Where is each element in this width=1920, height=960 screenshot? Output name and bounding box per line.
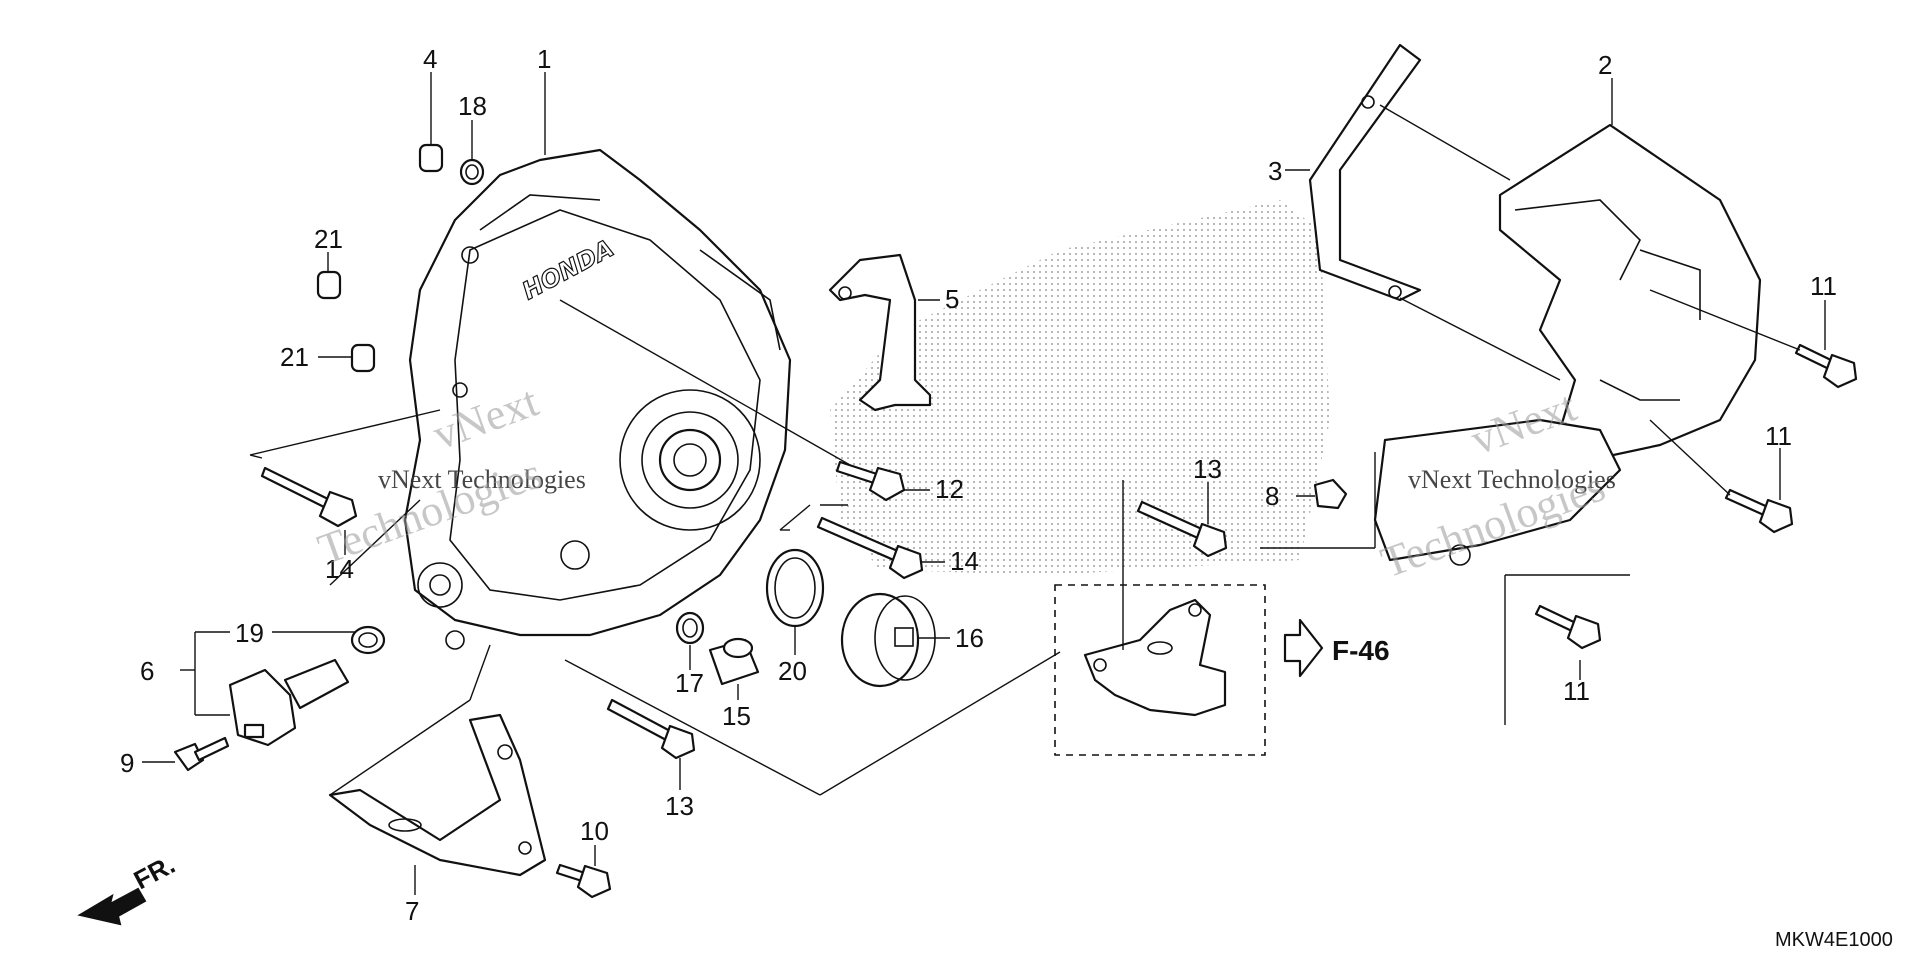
dotted-shadow-area: [830, 200, 1330, 575]
bolt-14-right: [816, 516, 924, 580]
callout-14-left: 14: [325, 554, 354, 584]
callout-5: 5: [945, 284, 959, 314]
callout-10: 10: [580, 816, 609, 846]
dowel-pin-4: [418, 143, 444, 173]
inset-dashed-box: [1054, 584, 1266, 756]
bolt-14-left: [260, 466, 358, 528]
o-ring-17: [675, 611, 705, 645]
callout-numbers: 1 2 3 4 5 6 7 8 9 10 11 11 11 12 13 13 1…: [120, 44, 1837, 926]
callout-13-upper: 13: [1193, 454, 1222, 484]
leader-lines: [142, 72, 1826, 895]
crankcase-cover: [403, 148, 792, 650]
callout-12: 12: [935, 474, 964, 504]
watermark-left-line1: vNext Technologies: [378, 465, 586, 494]
callout-7: 7: [405, 896, 419, 926]
sensor-6: [228, 658, 350, 747]
bolt-13-lower: [606, 698, 696, 760]
plug-16: [840, 592, 936, 688]
lower-bracket-7: [328, 713, 547, 877]
wire-bracket: [828, 253, 932, 412]
callout-11-box: 11: [1563, 676, 1590, 706]
callout-20: 20: [778, 656, 807, 686]
o-ring-19: [350, 625, 386, 655]
outer-shroud-cover: [1498, 123, 1762, 462]
bolt-11-mid: [1724, 488, 1794, 534]
dowel-pin-21b: [350, 343, 376, 373]
front-direction-label: FR.: [129, 849, 180, 895]
bolt-11-box: [1534, 604, 1602, 650]
bolt-13-upper: [1136, 500, 1228, 558]
callout-6: 6: [140, 656, 154, 686]
nut-8: [1313, 478, 1348, 510]
bolt-9: [173, 736, 230, 772]
bolt-10: [555, 863, 612, 899]
reference-arrow: [1283, 618, 1324, 678]
callout-13-lower: 13: [665, 791, 694, 821]
callout-2: 2: [1598, 50, 1612, 80]
front-direction-arrow: [77, 887, 147, 926]
callout-18: 18: [458, 91, 487, 121]
callout-14-right: 14: [950, 546, 979, 576]
callout-11-top: 11: [1810, 271, 1837, 301]
callout-11-mid: 11: [1765, 421, 1792, 451]
callout-21-upper: 21: [314, 224, 343, 254]
bolt-11-top: [1794, 343, 1858, 389]
callout-9: 9: [120, 748, 134, 778]
o-ring-18: [459, 158, 485, 186]
callout-17: 17: [675, 668, 704, 698]
callout-15: 15: [722, 701, 751, 731]
callout-1: 1: [537, 44, 551, 74]
reference-label: F-46: [1332, 635, 1390, 666]
callout-19: 19: [235, 618, 264, 648]
dowel-pin-21a: [316, 270, 342, 300]
callout-4: 4: [423, 44, 437, 74]
callout-16: 16: [955, 623, 984, 653]
diagram-code: MKW4E1000: [1775, 929, 1893, 951]
bolt-12: [835, 460, 906, 502]
callout-3: 3: [1268, 156, 1282, 186]
plug-15: [708, 637, 760, 686]
watermark-right-line1: vNext Technologies: [1408, 465, 1616, 494]
inset-bracket: [1083, 598, 1227, 717]
sub-plate: [1308, 43, 1622, 566]
callout-8: 8: [1265, 481, 1279, 511]
callout-21-lower: 21: [280, 342, 309, 372]
